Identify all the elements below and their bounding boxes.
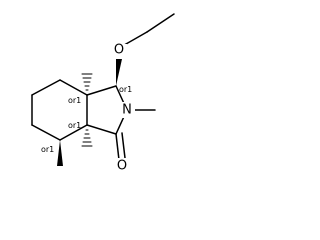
molecule-svg: O N O or1 or1 or1 or1 xyxy=(31,13,175,174)
bond-carbonyl-2 xyxy=(121,132,126,159)
stereo-label-c7a: or1 xyxy=(68,96,81,105)
structure-drawing: O N O or1 or1 or1 or1 xyxy=(0,0,180,203)
bond-c3-c4a xyxy=(86,124,117,135)
bond-c7-c6 xyxy=(31,79,61,96)
bond-c5-c4 xyxy=(31,124,61,141)
bond-ch2-ch3 xyxy=(146,13,175,33)
wedge-c4-methyl xyxy=(57,140,63,166)
atom-oxygen-carbonyl: O xyxy=(117,159,127,174)
wedge-c1-o xyxy=(116,58,122,86)
bond-c7a-c7 xyxy=(59,79,88,96)
hash-bond-c4a-h xyxy=(81,129,93,147)
bond-c7a-c1 xyxy=(86,85,117,96)
bond-c4-c4a xyxy=(59,124,88,141)
stereo-label-c1: or1 xyxy=(119,85,132,94)
hash-bond-c7a-h xyxy=(81,73,93,91)
bond-carbonyl-1 xyxy=(115,133,120,161)
stereo-label-c4a: or1 xyxy=(68,121,81,130)
atom-nitrogen: N xyxy=(122,103,132,118)
atom-oxygen-ether: O xyxy=(114,43,124,58)
stereo-label-c4: or1 xyxy=(41,145,54,154)
